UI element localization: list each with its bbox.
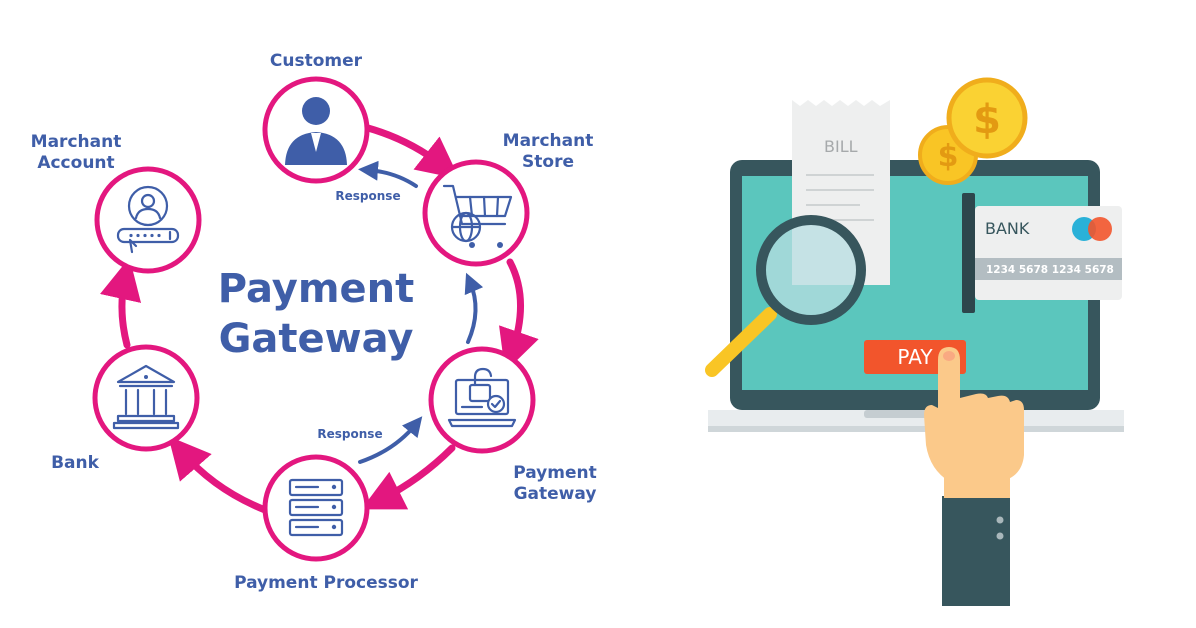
- shopping-cart-globe-icon: [442, 184, 513, 248]
- coin-small-symbol: $: [938, 139, 959, 174]
- response-arrow-right: [464, 272, 484, 344]
- user-tie-icon: [285, 97, 347, 165]
- arrow-customer-to-store: [364, 124, 460, 179]
- pay-button-label: PAY: [897, 345, 933, 369]
- coin-icons: $ $: [918, 77, 1028, 185]
- bank-card: BANK 1234 5678 1234 5678: [975, 206, 1122, 300]
- response-arrow-bottom: [358, 416, 423, 464]
- card-slot: [962, 193, 975, 313]
- card-bank-label: BANK: [985, 219, 1030, 238]
- bill-label: BILL: [824, 137, 858, 156]
- label-merchant-account-line2: Account: [37, 153, 114, 173]
- label-merchant-store-line1: Marchant: [503, 131, 594, 151]
- bank-building-icon: [112, 364, 180, 430]
- label-merchant-store-line2: Store: [522, 152, 574, 172]
- node-merchant-store: [422, 159, 530, 267]
- label-payment-gateway-line2: Gateway: [514, 484, 597, 504]
- node-payment-processor: [262, 454, 370, 562]
- center-title-line2: Gateway: [219, 316, 414, 362]
- response-arrow-top: [358, 160, 418, 188]
- node-payment-gateway: [428, 346, 536, 454]
- response-label-bottom: Response: [317, 427, 382, 441]
- user-password-icon: [116, 185, 180, 254]
- center-title-line1: Payment: [218, 266, 414, 312]
- payment-illustration: BILL $ $ BANK 1234 5678 1234 5678: [705, 77, 1124, 606]
- pointing-hand-icon: [924, 347, 1024, 606]
- arrow-gateway-to-processor: [361, 444, 456, 510]
- coin-large-symbol: $: [973, 97, 1001, 143]
- card-logo-circle-red: [1088, 217, 1112, 241]
- server-stack-icon: [288, 478, 344, 537]
- laptop-lock-check-icon: [447, 367, 517, 428]
- label-payment-processor: Payment Processor: [234, 573, 418, 593]
- payment-cycle-diagram: Customer Marchant Store Payment Gateway …: [31, 51, 597, 593]
- arrow-bank-to-account: [100, 257, 142, 349]
- node-bank: [92, 344, 200, 452]
- magnifying-glass-icon: [705, 215, 866, 377]
- arrow-processor-to-bank: [168, 436, 269, 514]
- label-customer: Customer: [270, 51, 363, 71]
- arrow-store-to-gateway: [499, 258, 539, 372]
- node-customer: [262, 76, 370, 184]
- label-payment-gateway-line1: Payment: [513, 463, 597, 483]
- label-bank: Bank: [51, 453, 100, 473]
- response-label-top: Response: [335, 189, 400, 203]
- node-merchant-account: [94, 166, 202, 274]
- label-merchant-account-line1: Marchant: [31, 132, 122, 152]
- card-number: 1234 5678 1234 5678: [986, 264, 1114, 276]
